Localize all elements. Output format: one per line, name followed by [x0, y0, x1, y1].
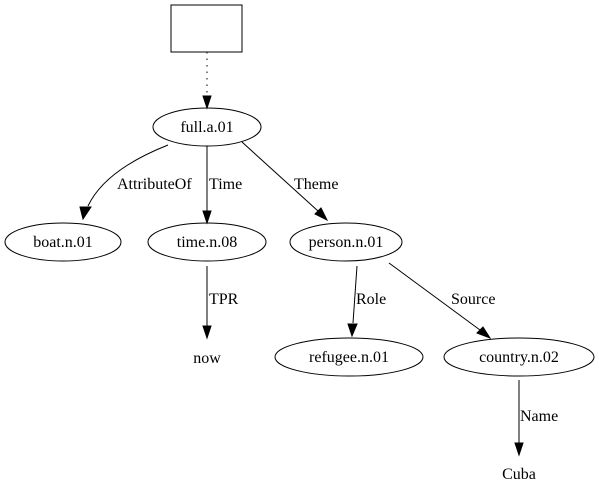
node-now-label: now — [193, 350, 221, 367]
edge-full-person-arrowhead — [314, 207, 329, 222]
node-boat-label: boat.n.01 — [33, 234, 93, 251]
edge-full-person-label: Theme — [294, 176, 338, 193]
node-refugee-shape — [274, 337, 424, 377]
edge-box-full-arrowhead — [202, 95, 212, 110]
edge-full-boat-label: AttributeOf — [117, 176, 192, 193]
node-country-shape — [443, 337, 595, 377]
edge-person-country-label: Source — [451, 291, 495, 308]
edge-country-cuba-arrowhead — [514, 442, 524, 457]
node-person-label: person.n.01 — [309, 234, 384, 251]
edge-person-country-line — [388, 262, 481, 331]
edge-time-now-label: TPR — [209, 291, 239, 308]
edge-full-time-arrowhead — [202, 210, 212, 225]
node-box — [170, 4, 243, 53]
edge-full-boat-arrowhead — [79, 206, 92, 221]
node-time-label: time.n.08 — [177, 234, 237, 251]
edge-person-refugee-arrowhead — [347, 323, 358, 338]
edge-person-refugee-label: Role — [356, 291, 386, 308]
node-refugee-label: refugee.n.01 — [309, 349, 389, 366]
edge-full-time-label: Time — [209, 176, 242, 193]
edge-time-now-arrowhead — [202, 325, 212, 340]
node-cuba-label: Cuba — [502, 466, 536, 483]
edge-full-person-line — [241, 141, 319, 212]
node-person-shape — [289, 222, 403, 262]
edge-person-refugee-line — [352, 265, 358, 324]
edge-person-country-arrowhead — [476, 326, 492, 340]
node-country-label: country.n.02 — [479, 349, 559, 366]
edge-full-boat-line — [87, 144, 169, 207]
node-full-label: full.a.01 — [180, 119, 233, 136]
node-boat-shape — [4, 222, 122, 262]
edge-country-cuba-label: Name — [520, 408, 558, 425]
